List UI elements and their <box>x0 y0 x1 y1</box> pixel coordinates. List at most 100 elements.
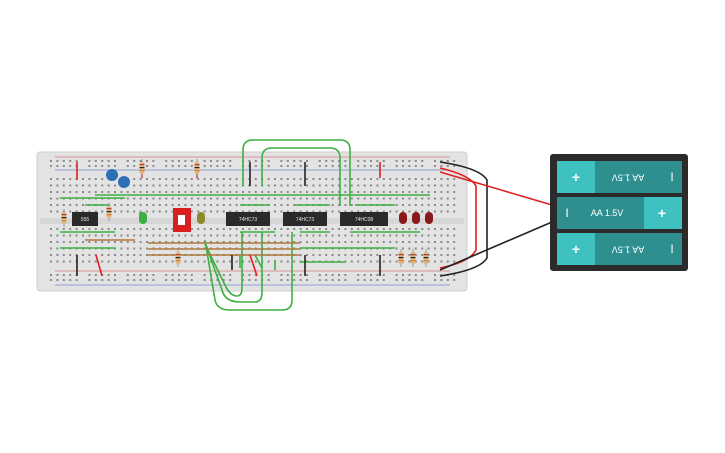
led-yellow-icon[interactable] <box>197 212 205 224</box>
breadboard-hole <box>120 254 123 256</box>
breadboard-hole <box>229 279 232 281</box>
breadboard-hole <box>158 197 161 200</box>
breadboard-hole <box>242 234 244 237</box>
chip-74hc73-a[interactable]: 74HC73 <box>226 212 270 226</box>
chips[interactable]: 555 74HC73 74HC73 74HC08 <box>72 212 388 226</box>
breadboard-hole <box>88 274 91 276</box>
resistor-icon[interactable] <box>139 159 145 177</box>
breadboard-hole <box>421 178 424 180</box>
breadboard-hole <box>338 241 340 243</box>
capacitors[interactable] <box>106 169 130 188</box>
resistor-icon[interactable] <box>106 203 112 221</box>
breadboard-hole <box>216 241 219 243</box>
breadboard-hole <box>267 210 270 213</box>
breadboard-hole <box>165 197 168 200</box>
chip-555[interactable]: 555 <box>72 212 98 226</box>
breadboard-hole <box>274 241 276 243</box>
battery-cell[interactable]: I AA 1.5V + <box>557 197 682 229</box>
breadboard-hole <box>216 165 219 167</box>
breadboard-hole <box>158 260 161 263</box>
resistor-icon[interactable] <box>398 249 404 267</box>
breadboard-hole <box>229 204 232 206</box>
breadboard-hole <box>216 228 219 230</box>
breadboard-hole <box>126 247 129 250</box>
breadboard-hole <box>254 260 257 263</box>
breadboard-hole <box>152 165 155 167</box>
breadboard-hole <box>88 191 91 193</box>
breadboard-hole <box>286 279 289 281</box>
battery-pack[interactable]: + AA 1.5V I I AA 1.5V + + AA 1.5V I <box>550 154 688 271</box>
breadboard-hole <box>210 165 212 167</box>
breadboard-hole <box>229 191 232 193</box>
breadboard-hole <box>402 210 404 213</box>
breadboard-hole <box>293 210 296 213</box>
capacitor-icon[interactable] <box>106 169 118 181</box>
breadboard-hole <box>312 254 315 256</box>
resistor-icon[interactable] <box>194 159 200 177</box>
breadboard-hole <box>203 260 206 263</box>
breadboard-hole <box>197 260 200 263</box>
breadboard-hole <box>389 197 392 200</box>
breadboard-hole <box>184 191 187 193</box>
breadboard-hole <box>370 184 372 187</box>
breadboard-hole <box>56 254 59 256</box>
breadboard-hole <box>299 184 302 187</box>
breadboard-hole <box>376 178 379 180</box>
breadboard-hole <box>88 260 91 263</box>
led-green-icon[interactable] <box>139 212 147 224</box>
breadboard-hole <box>62 178 65 180</box>
led-red-icon[interactable] <box>425 212 433 224</box>
breadboard-hole <box>280 184 283 187</box>
breadboard-hole <box>293 234 296 237</box>
breadboard-hole <box>82 210 84 213</box>
breadboard-hole <box>126 191 129 193</box>
breadboard-hole <box>440 165 443 167</box>
breadboard-hole <box>94 160 97 162</box>
breadboard-hole <box>350 210 353 213</box>
chip-74hc73-b[interactable]: 74HC73 <box>283 212 327 226</box>
breadboard-hole <box>82 178 84 180</box>
battery-cell[interactable]: + AA 1.5V I <box>557 233 682 265</box>
breadboard-hole <box>421 254 424 256</box>
resistor-icon[interactable] <box>423 249 429 267</box>
breadboard-hole <box>453 241 456 243</box>
breadboard-hole <box>331 254 334 256</box>
breadboard-hole <box>274 184 276 187</box>
resistor-icon[interactable] <box>410 249 416 267</box>
breadboard-hole <box>357 254 360 256</box>
breadboard-hole <box>62 165 65 167</box>
breadboard-hole <box>190 210 193 213</box>
breadboard-hole <box>293 274 296 276</box>
breadboard-hole <box>178 184 180 187</box>
breadboard-hole <box>274 191 276 193</box>
led-red-icon[interactable] <box>412 212 420 224</box>
breadboard-hole <box>139 260 142 263</box>
resistors[interactable] <box>61 159 429 267</box>
chip-74hc08[interactable]: 74HC08 <box>340 212 388 226</box>
breadboard-hole <box>82 184 84 187</box>
breadboard-hole <box>350 241 353 243</box>
breadboard-hole <box>94 210 97 213</box>
breadboard-hole <box>357 160 360 162</box>
breadboard-hole <box>382 160 385 162</box>
minus-icon: I <box>565 206 568 220</box>
push-button[interactable] <box>173 208 191 232</box>
breadboard-hole <box>171 184 174 187</box>
breadboard-hole <box>158 178 161 180</box>
resistor-icon[interactable] <box>61 209 67 227</box>
breadboard-hole <box>152 184 155 187</box>
breadboard-hole <box>299 254 302 256</box>
led-red-icon[interactable] <box>399 212 407 224</box>
battery-cell[interactable]: + AA 1.5V I <box>557 161 682 193</box>
breadboard-hole <box>414 197 417 200</box>
breadboard-hole <box>293 228 296 230</box>
breadboard-hole <box>235 204 238 206</box>
breadboard-hole <box>82 228 84 230</box>
breadboard-hole <box>325 241 328 243</box>
breadboard-hole <box>222 210 225 213</box>
capacitor-icon[interactable] <box>118 176 130 188</box>
leds[interactable] <box>139 212 433 224</box>
resistor-icon[interactable] <box>175 249 181 267</box>
breadboard-hole <box>69 241 72 243</box>
